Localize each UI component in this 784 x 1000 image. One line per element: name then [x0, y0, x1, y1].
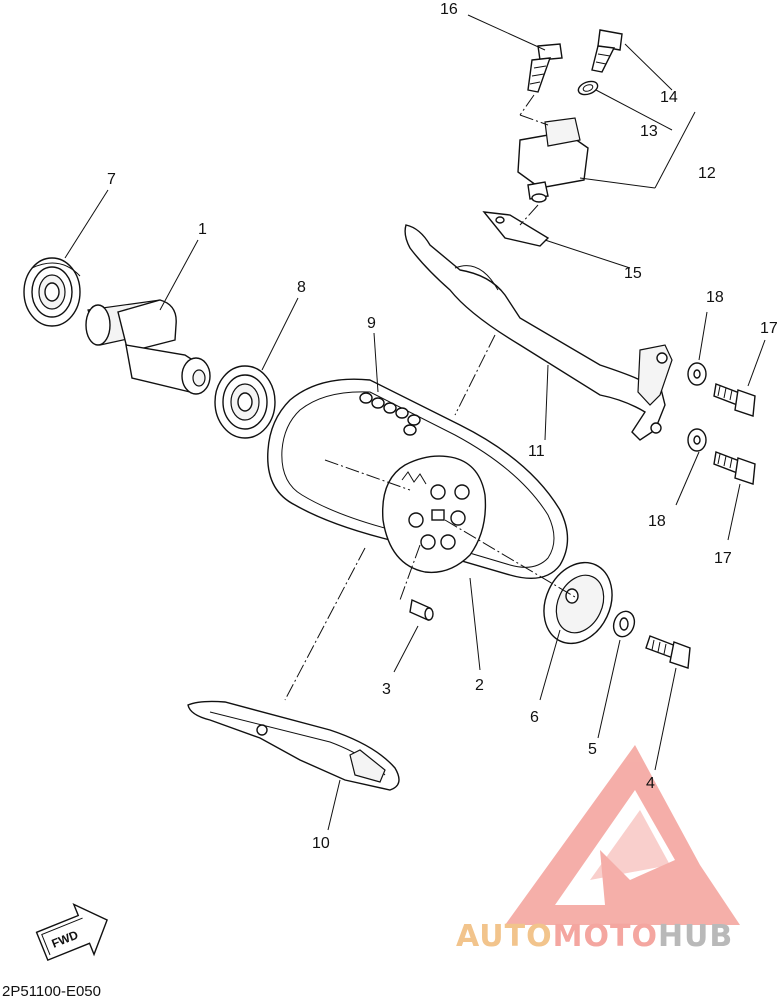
- bolt-4: [645, 635, 691, 669]
- callout-18-upper: 18: [706, 289, 724, 306]
- bolt-14: [591, 29, 623, 73]
- callout-11: 11: [528, 443, 545, 460]
- chain-links: [359, 392, 421, 436]
- svg-text:AUTOMOTOHUB: AUTOMOTOHUB: [456, 919, 733, 954]
- fwd-arrow-icon: FWD: [35, 902, 108, 962]
- cam-sprocket-2: [381, 455, 487, 574]
- callout-18-lower: 18: [648, 513, 666, 530]
- bolt-16: [527, 43, 563, 93]
- callout-17-upper: 17: [760, 320, 778, 337]
- callout-15: 15: [624, 265, 642, 282]
- watermark-moto: MOTO: [553, 919, 658, 954]
- gasket-15: [482, 211, 550, 247]
- watermark-auto: AUTO: [456, 919, 553, 954]
- callout-1: 1: [198, 221, 207, 238]
- callout-4: 4: [646, 775, 655, 792]
- bolt-17-lower: [713, 451, 756, 485]
- callout-6: 6: [530, 709, 539, 726]
- callout-10: 10: [312, 835, 330, 852]
- tensioner-arm-11: [404, 224, 673, 441]
- o-ring-13: [577, 80, 599, 96]
- callout-2: 2: [475, 677, 484, 694]
- washer-18-upper: [687, 362, 707, 386]
- watermark-logo: [505, 745, 740, 925]
- callout-12: 12: [698, 165, 716, 182]
- bolt-17-upper: [713, 383, 756, 417]
- bearing-7: [23, 257, 81, 327]
- watermark-triangle: [505, 745, 740, 925]
- callout-13: 13: [640, 123, 658, 140]
- callout-17-lower: 17: [714, 550, 732, 567]
- callout-7: 7: [107, 171, 116, 188]
- callout-9: 9: [367, 315, 376, 332]
- dowel-pin-3: [409, 598, 434, 622]
- washer-18-lower: [687, 428, 707, 452]
- camshaft-1: [85, 299, 211, 395]
- bearing-8: [214, 365, 276, 439]
- callout-16: 16: [440, 1, 458, 18]
- washer-5: [612, 610, 636, 638]
- leader-lines: [64, 14, 766, 831]
- tensioner-12: [517, 117, 589, 203]
- callout-3: 3: [382, 681, 391, 698]
- watermark-inner-triangle: [590, 810, 670, 880]
- callout-14: 14: [660, 89, 678, 106]
- watermark-text: AUTOMOTOHUB: [456, 919, 733, 954]
- watermark-hub: HUB: [658, 919, 733, 954]
- plate-6: [543, 561, 613, 645]
- chain-guide-10: [187, 700, 400, 791]
- callout-8: 8: [297, 279, 306, 296]
- diagram-code: 2P51100-E050: [2, 983, 101, 1000]
- callout-5: 5: [588, 741, 597, 758]
